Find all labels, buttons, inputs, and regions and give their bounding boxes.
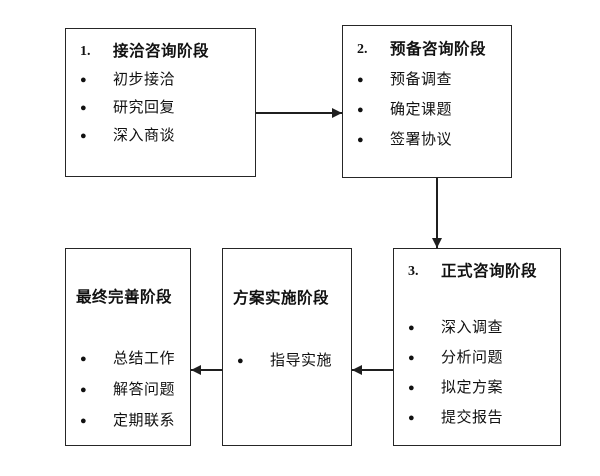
bullet-icon: ● bbox=[357, 74, 364, 86]
stage-title: 接洽咨询阶段 bbox=[113, 43, 210, 60]
stage-item: 预备调查 bbox=[390, 71, 453, 88]
stage-item-row: ● 确定课题 bbox=[343, 96, 511, 124]
bullet-icon: ● bbox=[408, 322, 415, 334]
stage-item: 定期联系 bbox=[113, 412, 176, 429]
arrow-shaft bbox=[256, 112, 342, 114]
stage-item-row: ● 初步接洽 bbox=[66, 66, 255, 94]
stage-title-row: 3. 正式咨询阶段 bbox=[394, 258, 560, 286]
bullet-icon: ● bbox=[357, 104, 364, 116]
bullet-icon: ● bbox=[80, 353, 87, 365]
stage-box-5-finalization: 最终完善阶段 ● 总结工作 ● 解答问题 ● 定期联系 bbox=[65, 248, 191, 446]
stage-item: 深入调查 bbox=[441, 319, 504, 336]
stage-item-row: ● 提交报告 bbox=[394, 404, 560, 432]
stage-item: 签署协议 bbox=[390, 131, 453, 148]
stage-title: 预备咨询阶段 bbox=[390, 41, 487, 58]
arrow-box3-to-box4 bbox=[352, 362, 393, 378]
arrow-box1-to-box2 bbox=[256, 105, 342, 121]
stage-box-1-initial-contact: 1. 接洽咨询阶段 ● 初步接洽 ● 研究回复 ● 深入商谈 bbox=[65, 28, 256, 177]
stage-item: 拟定方案 bbox=[441, 379, 504, 396]
stage-box-3-formal-consulting: 3. 正式咨询阶段 ● 深入调查 ● 分析问题 ● 拟定方案 ● 提交报告 bbox=[393, 248, 561, 446]
stage-number: 1. bbox=[80, 44, 91, 59]
spacer bbox=[66, 312, 190, 345]
arrow-box2-to-box3 bbox=[429, 178, 445, 248]
stage-title: 方案实施阶段 bbox=[233, 290, 330, 307]
arrowhead-left-icon bbox=[352, 365, 362, 375]
stage-title-row: 1. 接洽咨询阶段 bbox=[66, 38, 255, 66]
bullet-icon: ● bbox=[408, 352, 415, 364]
stage-title-row: 方案实施阶段 bbox=[223, 285, 351, 313]
stage-item: 确定课题 bbox=[390, 101, 453, 118]
arrow-box4-to-box5 bbox=[191, 362, 222, 378]
stage-item-row: ● 深入调查 bbox=[394, 314, 560, 342]
bullet-icon: ● bbox=[80, 384, 87, 396]
stage-item-row: ● 分析问题 bbox=[394, 344, 560, 372]
stage-item: 指导实施 bbox=[270, 352, 333, 369]
spacer bbox=[394, 286, 560, 314]
arrow-shaft bbox=[352, 369, 393, 371]
stage-item-row: ● 指导实施 bbox=[223, 347, 351, 375]
stage-item: 解答问题 bbox=[113, 381, 176, 398]
bullet-icon: ● bbox=[408, 382, 415, 394]
stage-number: 2. bbox=[357, 42, 368, 57]
stage-item-row: ● 深入商谈 bbox=[66, 122, 255, 150]
arrowhead-down-icon bbox=[432, 238, 442, 248]
stage-item-row: ● 总结工作 bbox=[66, 345, 190, 373]
stage-item-row: ● 研究回复 bbox=[66, 94, 255, 122]
stage-item-row: ● 拟定方案 bbox=[394, 374, 560, 402]
stage-item: 初步接洽 bbox=[113, 71, 176, 88]
bullet-icon: ● bbox=[80, 74, 87, 86]
stage-item: 研究回复 bbox=[113, 99, 176, 116]
stage-box-2-preparation: 2. 预备咨询阶段 ● 预备调查 ● 确定课题 ● 签署协议 bbox=[342, 25, 512, 178]
stage-box-4-implementation: 方案实施阶段 ● 指导实施 bbox=[222, 248, 352, 446]
arrowhead-right-icon bbox=[332, 108, 342, 118]
bullet-icon: ● bbox=[408, 412, 415, 424]
stage-title: 最终完善阶段 bbox=[76, 289, 173, 306]
stage-title: 正式咨询阶段 bbox=[441, 263, 538, 280]
stage-item-row: ● 签署协议 bbox=[343, 126, 511, 154]
stage-item-row: ● 解答问题 bbox=[66, 376, 190, 404]
stage-title-row: 最终完善阶段 bbox=[66, 284, 190, 312]
bullet-icon: ● bbox=[357, 134, 364, 146]
bullet-icon: ● bbox=[80, 102, 87, 114]
bullet-icon: ● bbox=[80, 130, 87, 142]
stage-item: 分析问题 bbox=[441, 349, 504, 366]
stage-item: 总结工作 bbox=[113, 350, 176, 367]
stage-item: 提交报告 bbox=[441, 409, 504, 426]
bullet-icon: ● bbox=[80, 415, 87, 427]
spacer bbox=[223, 313, 351, 347]
stage-item-row: ● 定期联系 bbox=[66, 407, 190, 435]
stage-item: 深入商谈 bbox=[113, 127, 176, 144]
arrow-shaft bbox=[191, 369, 222, 371]
stage-title-row: 2. 预备咨询阶段 bbox=[343, 36, 511, 64]
stage-item-row: ● 预备调查 bbox=[343, 66, 511, 94]
bullet-icon: ● bbox=[237, 355, 244, 367]
arrow-shaft bbox=[436, 178, 438, 248]
arrowhead-left-icon bbox=[191, 365, 201, 375]
stage-number: 3. bbox=[408, 264, 419, 279]
